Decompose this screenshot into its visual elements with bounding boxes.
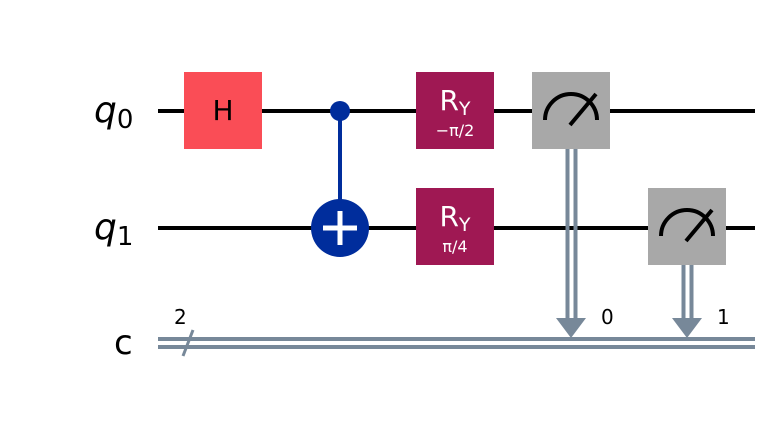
clbit-label-1: 1 xyxy=(717,305,730,329)
wire-label-q0: q0 xyxy=(94,90,133,135)
ry-gate-q1[interactable]: RY π/4 xyxy=(416,188,494,265)
measure-q0-classical-line xyxy=(565,149,578,322)
h-gate[interactable]: H xyxy=(184,72,262,149)
measure-q1-arrow xyxy=(672,318,702,338)
meter-icon xyxy=(659,208,715,243)
measure-q1[interactable] xyxy=(648,188,726,338)
cnot-control-dot xyxy=(330,101,350,121)
ry-gate-q1-label: RY xyxy=(439,200,470,236)
wire-label-q1: q1 xyxy=(94,207,133,252)
ry-gate-q1-param: π/4 xyxy=(442,237,467,256)
creg-slash xyxy=(181,329,195,357)
clbit-label-0: 0 xyxy=(601,305,614,329)
cnot-gate[interactable] xyxy=(311,101,369,257)
ry-gate-q0[interactable]: RY −π/2 xyxy=(416,72,494,149)
ry-gate-q0-label: RY xyxy=(439,84,470,120)
wire-c xyxy=(158,337,755,349)
meter-icon xyxy=(543,92,599,127)
plus-icon xyxy=(323,211,357,245)
measure-q1-classical-line xyxy=(681,265,694,322)
ry-gate-q0-param: −π/2 xyxy=(436,121,475,140)
creg-size-label: 2 xyxy=(174,305,187,329)
h-gate-label: H xyxy=(212,94,233,127)
measure-q0[interactable] xyxy=(532,72,610,338)
measure-q0-arrow xyxy=(556,318,586,338)
wire-label-c: c xyxy=(114,323,133,363)
